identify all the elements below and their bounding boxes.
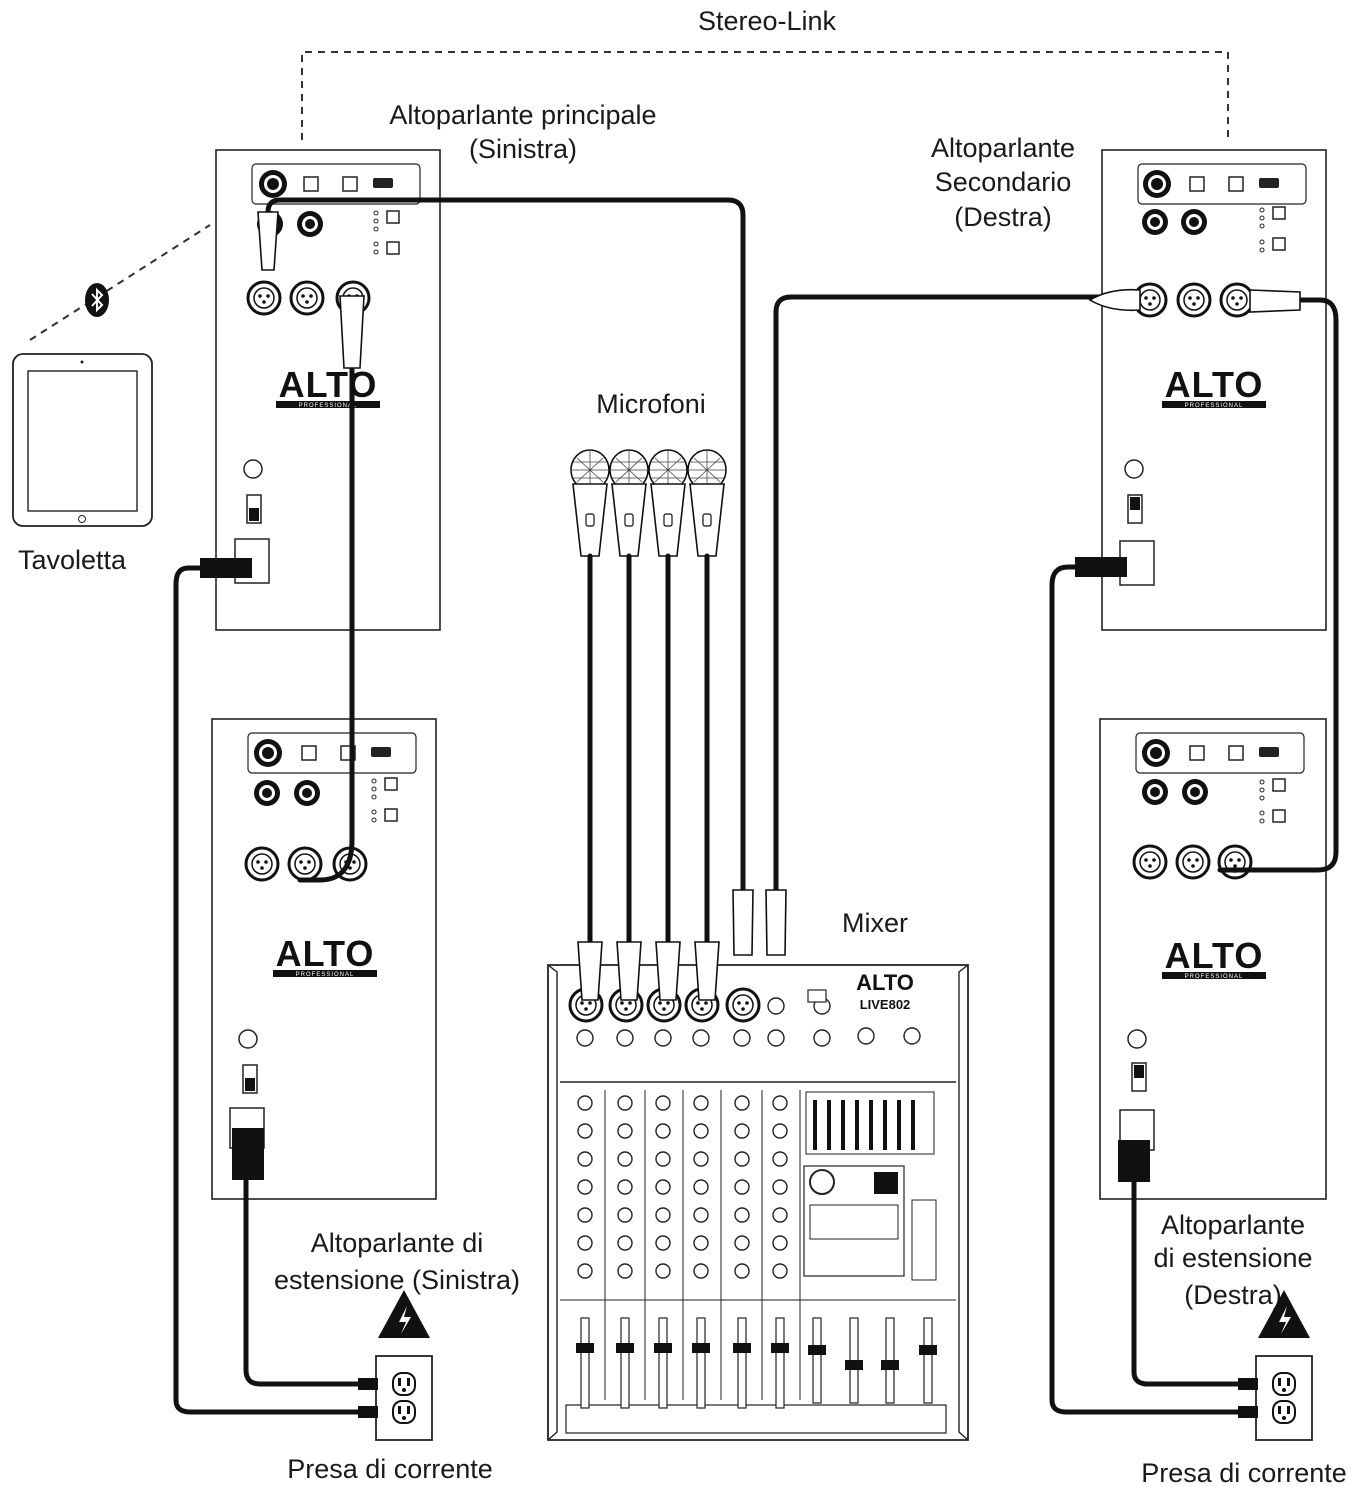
svg-text:ALTO: ALTO [279,364,378,405]
microphone-3 [648,449,688,557]
link-cables [297,289,1339,883]
bluetooth-icon [85,283,109,317]
ext-right-label-2: di estensione [1153,1243,1312,1273]
high-voltage-warning-icon [378,1290,430,1338]
main-speaker-label-1: Altoparlante principale [389,100,656,130]
svg-text:ALTO: ALTO [856,970,914,995]
microphone-cables [577,553,720,1001]
svg-text:PROFESSIONAL: PROFESSIONAL [296,972,355,978]
high-voltage-warning-icon [1258,1290,1310,1338]
speaker-secondary-right: ALTO PROFESSIONAL [1101,149,1327,631]
microphone-2 [609,449,649,557]
svg-text:ALTO: ALTO [1165,935,1264,976]
alto-logo: ALTO PROFESSIONAL [276,364,380,409]
mixer-brand: ALTO LIVE802 [856,970,914,1012]
ext-right-label-3: (Destra) [1184,1280,1282,1310]
microphone-4 [687,449,727,557]
svg-text:PROFESSIONAL: PROFESSIONAL [1185,403,1244,409]
main-speaker-label-2: (Sinistra) [469,134,577,164]
stereo-link-line [301,51,1229,140]
power-outlet-right [1238,1355,1313,1441]
svg-text:PROFESSIONAL: PROFESSIONAL [299,403,358,409]
power-outlet-left [358,1355,433,1441]
ext-left-label-2: estensione (Sinistra) [274,1265,520,1295]
mixer-output-cables [257,197,1141,956]
mixer-device: ALTO LIVE802 [547,964,969,1441]
svg-text:LIVE802: LIVE802 [860,997,911,1012]
speaker-main-left: ALTO PROFESSIONAL [215,149,441,631]
stereo-link-label: Stereo-Link [698,6,837,36]
ext-left-label-1: Altoparlante di [311,1228,484,1258]
tablet-label: Tavoletta [18,545,127,575]
bluetooth-link-line [29,224,211,341]
microphones-label: Microfoni [596,389,706,419]
secondary-speaker-label-3: (Destra) [954,202,1052,232]
ext-right-label-1: Altoparlante [1161,1210,1305,1240]
speaker-extension-left: ALTO PROFESSIONAL [211,718,437,1200]
svg-text:ALTO: ALTO [276,933,375,974]
secondary-speaker-label-2: Secondario [935,167,1072,197]
svg-text:ALTO: ALTO [1165,364,1264,405]
power-cables [173,557,1249,1415]
alto-logo: ALTO PROFESSIONAL [273,933,377,978]
alto-logo: ALTO PROFESSIONAL [1162,935,1266,980]
outlet-left-label: Presa di corrente [287,1454,493,1484]
outlet-right-label: Presa di corrente [1141,1458,1347,1487]
svg-text:PROFESSIONAL: PROFESSIONAL [1185,974,1244,980]
microphone-1 [570,449,610,557]
tablet-device [12,353,153,527]
secondary-speaker-label-1: Altoparlante [931,133,1075,163]
mixer-label: Mixer [842,908,908,938]
speaker-extension-right: ALTO PROFESSIONAL [1099,718,1327,1200]
alto-logo: ALTO PROFESSIONAL [1162,364,1266,409]
